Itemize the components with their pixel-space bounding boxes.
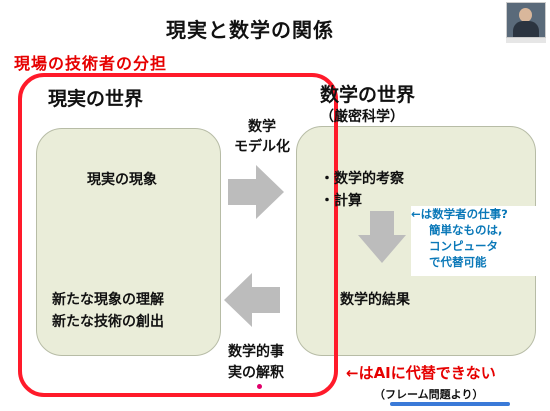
ai-irreplaceable-note: ←はAIに代替できない xyxy=(346,364,496,382)
new-technology-line: 新たな技術の創出 xyxy=(52,314,164,330)
presenter-head xyxy=(519,8,532,22)
math-world-subheading: （厳密科学） xyxy=(320,109,404,125)
new-understanding-text: 新たな現象の理解 新たな技術の創出 xyxy=(52,289,164,333)
webcam-thumbnail xyxy=(506,2,546,38)
callout-line-4: で代替可能 xyxy=(429,255,487,269)
new-understanding-line: 新たな現象の理解 xyxy=(52,292,164,308)
modeling-line-1: 数学 xyxy=(248,119,276,135)
frame-problem-note: （フレーム問題より） xyxy=(374,388,484,401)
slide-title: 現実と数学の関係 xyxy=(166,18,334,42)
math-world-heading: 数学の世界 xyxy=(320,84,416,106)
presenter-body xyxy=(513,21,539,37)
callout-line-1: ←は数学者の仕事? xyxy=(411,207,508,221)
callout-line-2: 簡単なものは, xyxy=(429,223,503,237)
math-consideration-item: ・数学的考察 xyxy=(320,171,404,187)
real-world-heading: 現実の世界 xyxy=(48,88,144,110)
arrow-down-icon xyxy=(358,211,406,263)
math-result-text: 数学的結果 xyxy=(340,292,410,308)
interpretation-line-2: 実の解釈 xyxy=(228,365,284,381)
calculation-item: ・計算 xyxy=(320,193,362,209)
interpretation-label: 数学的事 実の解釈 xyxy=(214,342,298,384)
engineer-scope-outline xyxy=(18,73,338,397)
callout-line-3: コンピュータ xyxy=(429,239,498,253)
arrow-right-icon xyxy=(228,165,284,219)
underline-mark xyxy=(390,402,510,406)
real-world-box xyxy=(36,128,221,356)
modeling-label: 数学 モデル化 xyxy=(222,117,302,157)
webcam-label-bar xyxy=(506,38,546,43)
arrow-left-icon xyxy=(224,273,280,327)
mathematician-callout: ←は数学者の仕事? 簡単なものは, コンピュータ で代替可能 xyxy=(411,206,544,276)
math-process-list: ・数学的考察 ・計算 xyxy=(320,168,404,212)
real-phenomenon-text: 現実の現象 xyxy=(87,172,157,188)
interpretation-line-1: 数学的事 xyxy=(228,344,284,360)
pointer-dot xyxy=(257,384,262,389)
engineer-label: 現場の技術者の分担 xyxy=(14,54,168,73)
modeling-line-2: モデル化 xyxy=(234,139,290,155)
